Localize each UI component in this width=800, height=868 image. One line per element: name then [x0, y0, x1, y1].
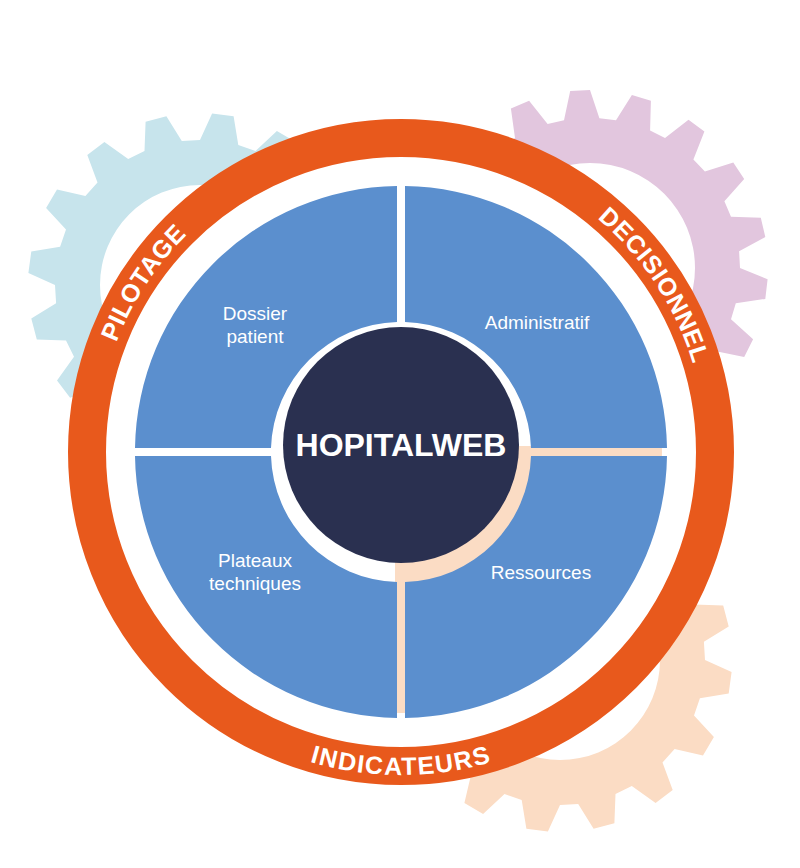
segment-label: Administratif — [485, 311, 590, 334]
segment-label: Dossier patient — [200, 302, 310, 348]
segment-label: Ressources — [491, 561, 591, 584]
ring-band: PILOTAGEDECISIONNELINDICATEURSDossier pa… — [68, 119, 734, 785]
ring-label: INDICATEURS — [308, 740, 493, 780]
segment-label: Plateaux techniques — [195, 549, 315, 595]
inner-disc — [104, 155, 698, 749]
ring-outline — [87, 138, 715, 766]
product-name: HOPITALWEB — [296, 427, 507, 464]
ring-label: INDICATEURS — [308, 740, 493, 780]
circle-outline — [283, 327, 519, 563]
center-circle: HOPITALWEB — [283, 327, 519, 563]
